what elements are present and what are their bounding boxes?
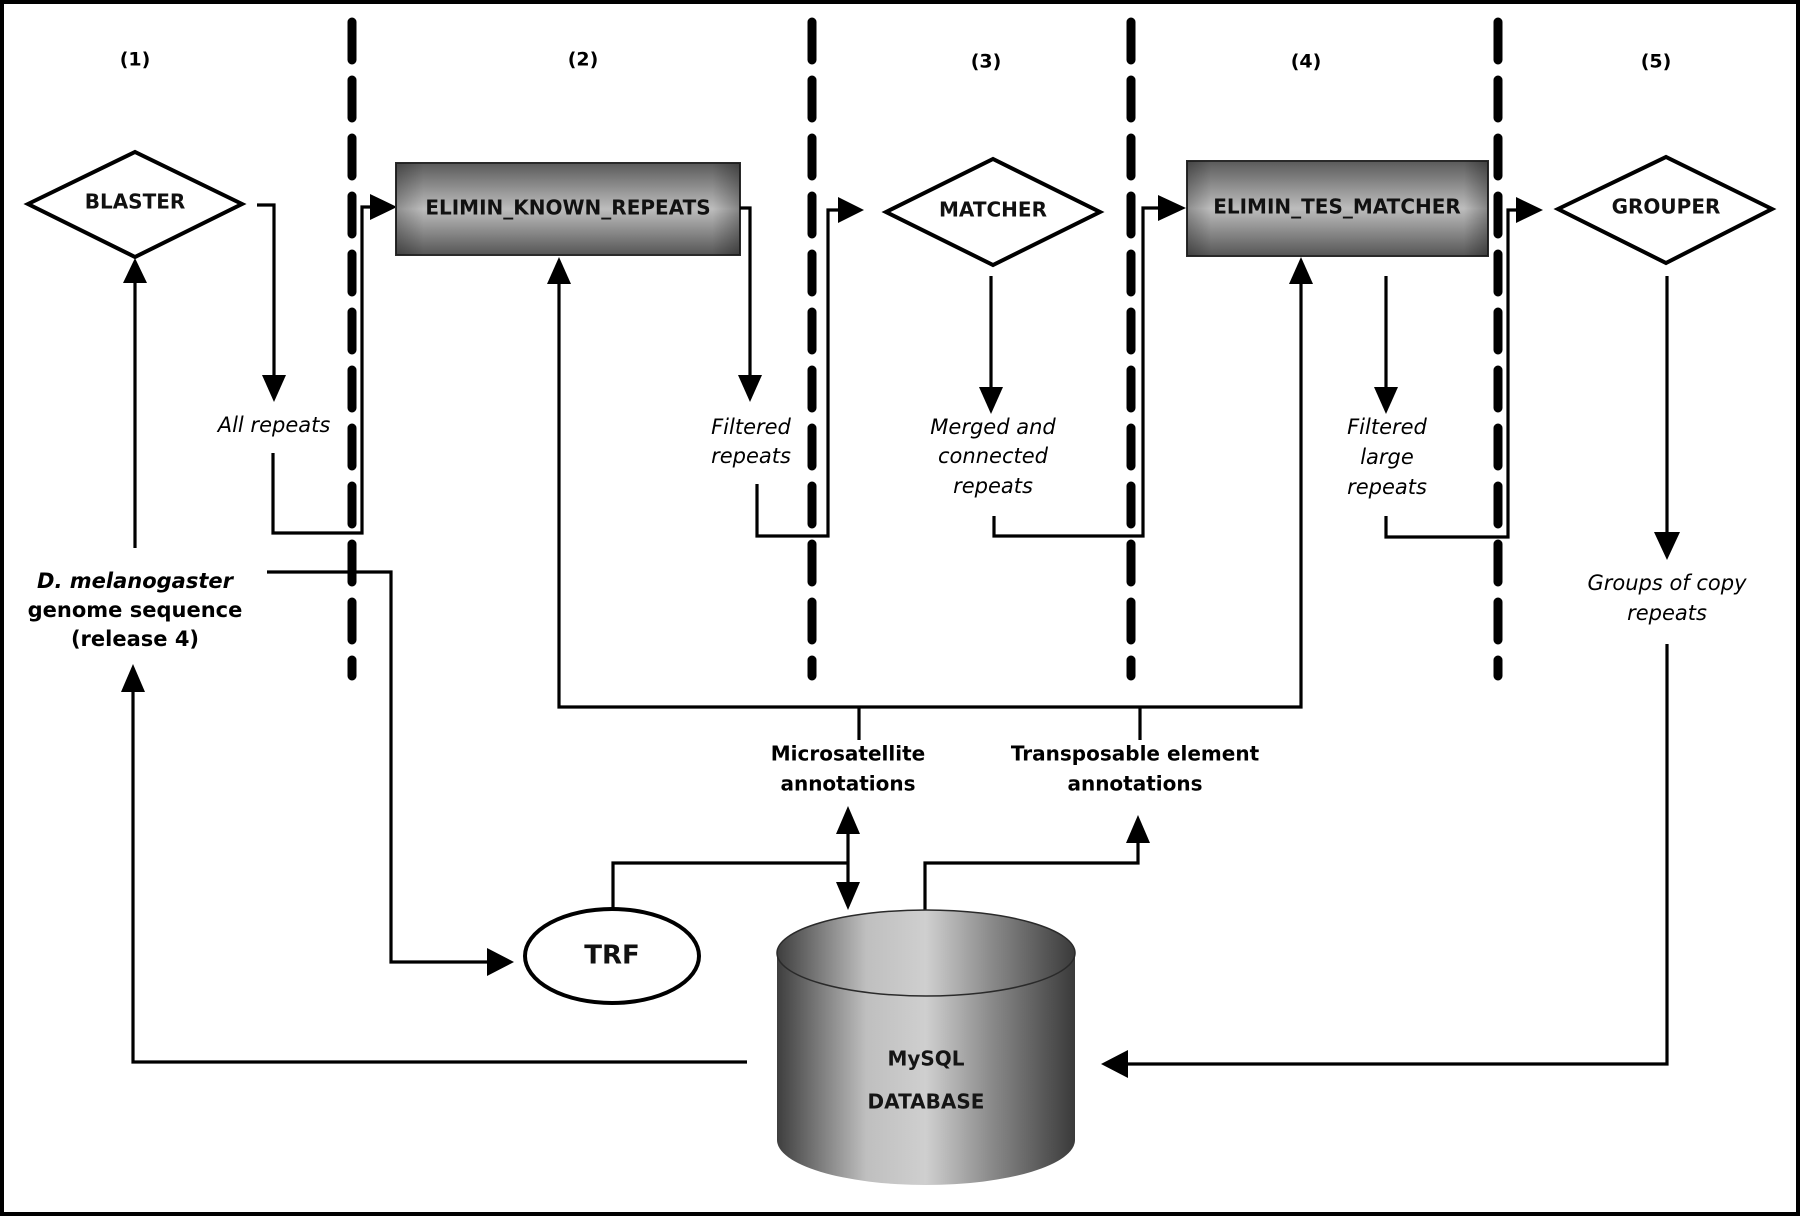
- database-cylinder-body: [777, 953, 1075, 1185]
- trf-ellipse-shape: [523, 907, 701, 1005]
- mysql-database-node[interactable]: MySQL DATABASE: [776, 909, 1076, 1185]
- annotation-bus: [557, 280, 1303, 709]
- database-label-line2: DATABASE: [868, 1090, 985, 1114]
- step-label-4: (4): [1291, 51, 1322, 73]
- arrow-head-up-icon: [123, 258, 147, 283]
- arrow-filtered-large-to-grouper: [1384, 208, 1520, 539]
- transposable-annotations-line2: annotations: [1067, 772, 1202, 796]
- trf-node[interactable]: TRF: [523, 907, 701, 1005]
- arrow-head-down-icon: [979, 387, 1003, 414]
- grouper-label: GROUPER: [1612, 195, 1721, 219]
- arrow-head-right-icon: [370, 194, 397, 220]
- filtered-repeats-label-line1: Filtered: [711, 415, 791, 439]
- filtered-large-repeats-label-line2: large: [1360, 445, 1414, 469]
- grouper-node[interactable]: GROUPER: [1553, 154, 1777, 266]
- arrow-head-right-icon: [1158, 195, 1186, 221]
- arrow-genome-to-trf: [267, 570, 490, 964]
- merged-repeats-label-line2: connected: [938, 444, 1049, 468]
- elimin-known-repeats-label: ELIMIN_KNOWN_REPEATS: [425, 196, 710, 220]
- trf-label: TRF: [584, 941, 640, 971]
- arrow-head-down-icon: [1654, 532, 1680, 560]
- arrow-head-down-icon: [738, 375, 762, 402]
- arrow-head-up-icon: [547, 257, 571, 284]
- arrow-merged-to-elimin-tes: [992, 206, 1160, 538]
- elimin-known-repeats-node[interactable]: ELIMIN_KNOWN_REPEATS: [395, 162, 741, 256]
- arrow-head-right-icon: [487, 948, 514, 976]
- arrow-database-to-transposable: [923, 840, 1140, 910]
- groups-label-line1: Groups of copy: [1587, 571, 1747, 595]
- blaster-node[interactable]: BLASTER: [23, 149, 247, 260]
- merged-repeats-label-line1: Merged and: [930, 415, 1056, 439]
- step-label-5: (5): [1641, 51, 1672, 73]
- grouper-diamond-shape: [1553, 154, 1777, 266]
- filtered-large-repeats-label-line1: Filtered: [1347, 415, 1427, 439]
- elimin-tes-matcher-label: ELIMIN_TES_MATCHER: [1213, 195, 1461, 219]
- matcher-label: MATCHER: [939, 198, 1047, 222]
- matcher-diamond-shape: [881, 156, 1105, 268]
- step-label-1: (1): [120, 49, 151, 71]
- arrow-head-right-icon: [1516, 197, 1543, 223]
- elimin-known-repeats-box-shade: [396, 163, 740, 255]
- arrow-elimin-known-to-filtered: [740, 206, 752, 378]
- genome-label-species: D. melanogaster: [37, 569, 235, 593]
- step-label-3: (3): [971, 51, 1002, 73]
- arrow-all-repeats-to-elimin-known: [271, 205, 376, 535]
- arrow-head-down-icon: [836, 882, 860, 910]
- arrow-head-up-icon: [121, 664, 145, 692]
- arrow-head-up-icon: [1289, 257, 1313, 284]
- blaster-label: BLASTER: [85, 190, 186, 214]
- blaster-diamond-shape: [23, 149, 247, 260]
- arrow-blaster-to-all-repeats: [257, 203, 276, 378]
- step-label-2: (2): [568, 49, 599, 71]
- elimin-tes-matcher-box-shade: [1187, 161, 1488, 256]
- arrow-head-right-icon: [838, 197, 864, 223]
- filtered-large-repeats-label-line3: repeats: [1347, 475, 1427, 499]
- microsatellite-annotations-line2: annotations: [780, 772, 915, 796]
- genome-label-release: (release 4): [71, 627, 199, 651]
- arrow-head-down-icon: [262, 375, 286, 402]
- filtered-repeats-label-line2: repeats: [711, 444, 791, 468]
- merged-repeats-label-line3: repeats: [953, 474, 1033, 498]
- arrow-head-down-icon: [1374, 387, 1398, 414]
- elimin-tes-matcher-node[interactable]: ELIMIN_TES_MATCHER: [1186, 160, 1489, 257]
- arrow-head-left-icon: [1101, 1050, 1128, 1078]
- groups-label-line2: repeats: [1627, 601, 1707, 625]
- database-cylinder-top: [776, 909, 1076, 997]
- arrow-head-up-icon: [1126, 815, 1150, 843]
- microsatellite-annotations-line1: Microsatellite: [771, 742, 925, 766]
- arrow-database-to-genome: [131, 690, 747, 1064]
- transposable-annotations-line1: Transposable element: [1011, 742, 1260, 766]
- all-repeats-label: All repeats: [216, 413, 331, 437]
- arrow-groups-to-database: [1128, 644, 1669, 1066]
- arrow-filtered-to-matcher: [755, 208, 842, 538]
- arrow-head-up-icon: [836, 806, 860, 834]
- arrow-trf-to-microsatellite: [611, 861, 848, 909]
- genome-label-sequence: genome sequence: [28, 598, 243, 622]
- matcher-node[interactable]: MATCHER: [881, 156, 1105, 268]
- database-label-line1: MySQL: [887, 1047, 964, 1071]
